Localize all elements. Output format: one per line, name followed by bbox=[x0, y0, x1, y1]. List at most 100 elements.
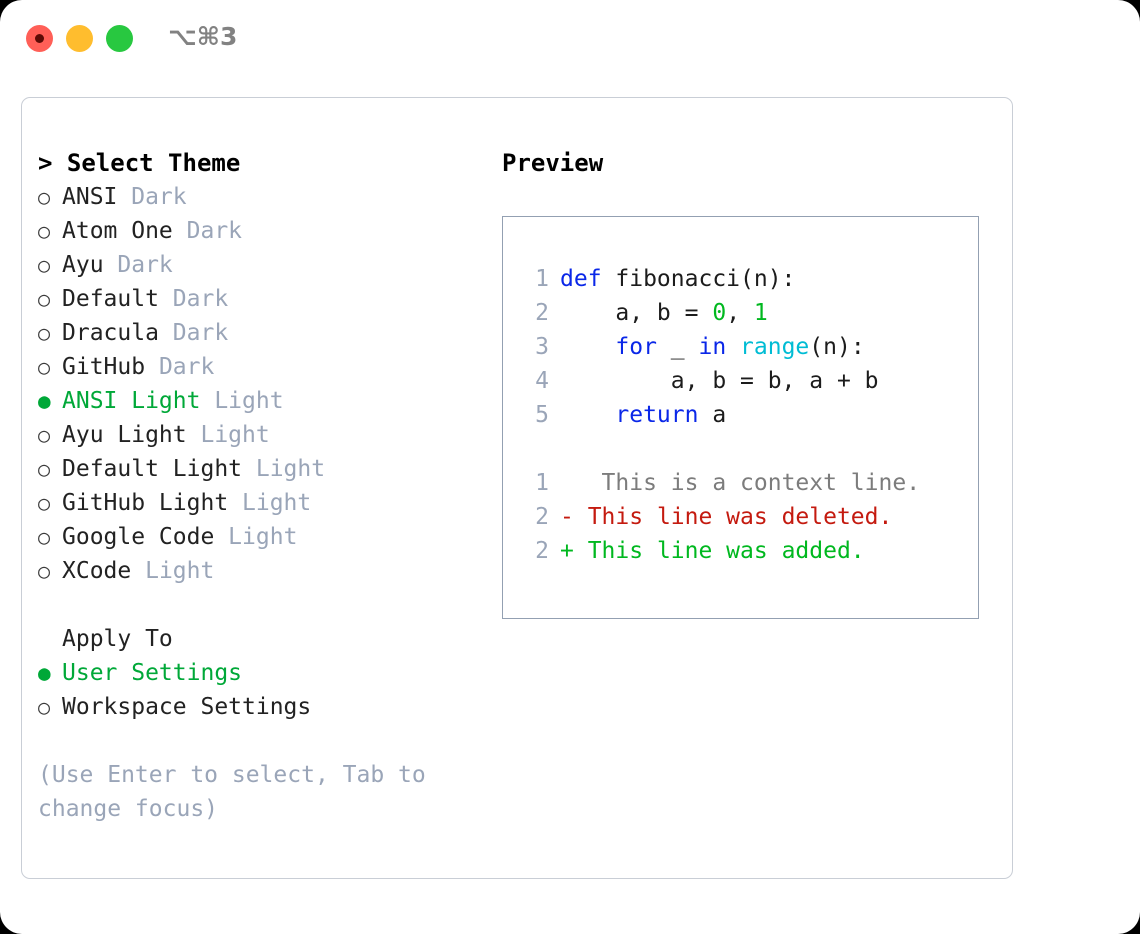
theme-list-item[interactable]: ○GitHub Dark bbox=[38, 350, 478, 384]
theme-variant-label: Light bbox=[131, 558, 215, 584]
theme-list-item[interactable]: ●ANSI Light Light bbox=[38, 384, 478, 418]
main-panel: > Select Theme ○ANSI Dark○Atom One Dark○… bbox=[21, 97, 1013, 879]
diff-text: This line was added. bbox=[573, 538, 865, 564]
theme-name: Google Code bbox=[62, 524, 215, 550]
code-line-text: return a bbox=[560, 398, 726, 432]
theme-variant-label: Dark bbox=[158, 286, 229, 312]
diff-line: 1 This is a context line. bbox=[521, 466, 978, 500]
theme-variant-label: Dark bbox=[158, 320, 229, 346]
code-line: 4 a, b = b, a + b bbox=[521, 364, 978, 398]
theme-list-item[interactable]: ○Default Light Light bbox=[38, 452, 478, 486]
theme-name: Default Light bbox=[62, 456, 243, 482]
radio-unselected-icon: ○ bbox=[38, 457, 51, 481]
theme-variant-label: Light bbox=[228, 490, 312, 516]
code-token: 0 bbox=[712, 300, 727, 326]
apply-to-item[interactable]: ○ Workspace Settings bbox=[38, 690, 478, 724]
code-token: a, b = b, a + b bbox=[560, 368, 879, 394]
theme-list-item[interactable]: ○ Default Dark bbox=[38, 282, 478, 316]
titlebar: ⌥⌘3 bbox=[0, 0, 1140, 78]
theme-list-item[interactable]: ○ANSI Dark bbox=[38, 180, 478, 214]
radio-unselected-icon: ○ bbox=[38, 321, 51, 345]
theme-list-item[interactable]: ○ Ayu Dark bbox=[38, 248, 478, 282]
theme-list: ○ANSI Dark○Atom One Dark○Ayu Dark○Defaul… bbox=[38, 180, 478, 588]
theme-variant-label: Dark bbox=[117, 184, 187, 210]
radio-unselected-icon: ○ bbox=[38, 185, 51, 209]
theme-name: ANSI Light bbox=[62, 388, 201, 414]
code-token: 1 bbox=[753, 300, 768, 326]
radio-unselected-icon: ○ bbox=[38, 525, 51, 549]
radio-unselected-icon: ○ bbox=[38, 253, 51, 277]
preview-heading: Preview bbox=[502, 149, 604, 177]
theme-list-item[interactable]: ○ GitHub Light Light bbox=[38, 486, 478, 520]
diff-marker bbox=[560, 466, 574, 500]
shortcut-label: ⌥⌘3 bbox=[168, 22, 238, 51]
theme-name: Atom One bbox=[62, 218, 173, 244]
code-token: (n): bbox=[809, 334, 865, 360]
code-token bbox=[560, 402, 615, 428]
diff-line: 2- This line was deleted. bbox=[521, 500, 978, 534]
theme-list-item[interactable]: ○ Dracula Dark bbox=[38, 316, 478, 350]
code-token: a bbox=[698, 402, 727, 428]
theme-name: XCode bbox=[62, 558, 132, 584]
theme-selector-column: > Select Theme ○ANSI Dark○Atom One Dark○… bbox=[38, 146, 478, 826]
code-line: 2 a, b = 0, 1 bbox=[521, 296, 978, 330]
theme-list-item[interactable]: ○ Ayu Light Light bbox=[38, 418, 478, 452]
diff-line-number: 1 bbox=[535, 470, 549, 496]
radio-selected-icon: ● bbox=[38, 661, 51, 685]
diff-line-number: 2 bbox=[535, 504, 549, 530]
code-line: 5 return a bbox=[521, 398, 978, 432]
code-token: fibonacci(n): bbox=[601, 266, 796, 292]
minimize-button[interactable] bbox=[66, 25, 93, 52]
theme-variant-label: Light bbox=[214, 524, 298, 550]
diff-sample: 1 This is a context line.2- This line wa… bbox=[521, 466, 978, 568]
theme-name: Default bbox=[62, 286, 159, 312]
select-theme-heading: > Select Theme bbox=[38, 149, 241, 177]
zoom-button[interactable] bbox=[106, 25, 133, 52]
code-token bbox=[726, 334, 740, 360]
theme-list-item[interactable]: ○ Atom One Dark bbox=[38, 214, 478, 248]
spacer-bullet: ○ bbox=[38, 622, 62, 656]
radio-selected-icon: ● bbox=[38, 389, 51, 413]
theme-name: Ayu bbox=[62, 252, 104, 278]
code-token bbox=[560, 334, 615, 360]
line-number: 2 bbox=[535, 300, 549, 326]
list-spacer bbox=[38, 588, 478, 622]
theme-variant-label: Dark bbox=[103, 252, 173, 278]
radio-unselected-icon: ○ bbox=[38, 695, 51, 719]
theme-variant-label: Light bbox=[186, 422, 270, 448]
diff-text: This line was deleted. bbox=[573, 504, 893, 530]
diff-line-number: 2 bbox=[535, 538, 549, 564]
theme-name: Dracula bbox=[62, 320, 159, 346]
theme-name: GitHub bbox=[62, 354, 146, 380]
diff-marker: + bbox=[560, 538, 574, 564]
code-line-text: a, b = 0, 1 bbox=[560, 296, 768, 330]
preview-spacer bbox=[521, 432, 978, 466]
radio-unselected-icon: ○ bbox=[38, 491, 51, 515]
radio-unselected-icon: ○ bbox=[38, 287, 51, 311]
theme-name: GitHub Light bbox=[62, 490, 229, 516]
radio-unselected-icon: ○ bbox=[38, 355, 51, 379]
theme-list-item[interactable]: ○ Google Code Light bbox=[38, 520, 478, 554]
code-token: in bbox=[698, 334, 727, 360]
radio-unselected-icon: ○ bbox=[38, 219, 51, 243]
apply-to-heading: Apply To bbox=[62, 626, 173, 652]
close-button[interactable] bbox=[26, 25, 53, 52]
apply-to-list: ● User Settings ○ Workspace Settings bbox=[38, 656, 478, 724]
apply-to-label: Workspace Settings bbox=[62, 694, 312, 720]
theme-name: Ayu Light bbox=[62, 422, 187, 448]
apply-to-heading-row: ○ Apply To bbox=[38, 622, 478, 656]
apply-to-label: User Settings bbox=[62, 660, 243, 686]
theme-variant-label: Dark bbox=[172, 218, 243, 244]
radio-unselected-icon: ○ bbox=[38, 559, 51, 583]
code-token: _ bbox=[656, 334, 699, 360]
radio-unselected-icon: ○ bbox=[38, 423, 51, 447]
theme-list-item[interactable]: ○ XCode Light bbox=[38, 554, 478, 588]
code-token: a, b = bbox=[560, 300, 713, 326]
diff-text: This is a context line. bbox=[573, 470, 921, 496]
apply-to-item[interactable]: ● User Settings bbox=[38, 656, 478, 690]
